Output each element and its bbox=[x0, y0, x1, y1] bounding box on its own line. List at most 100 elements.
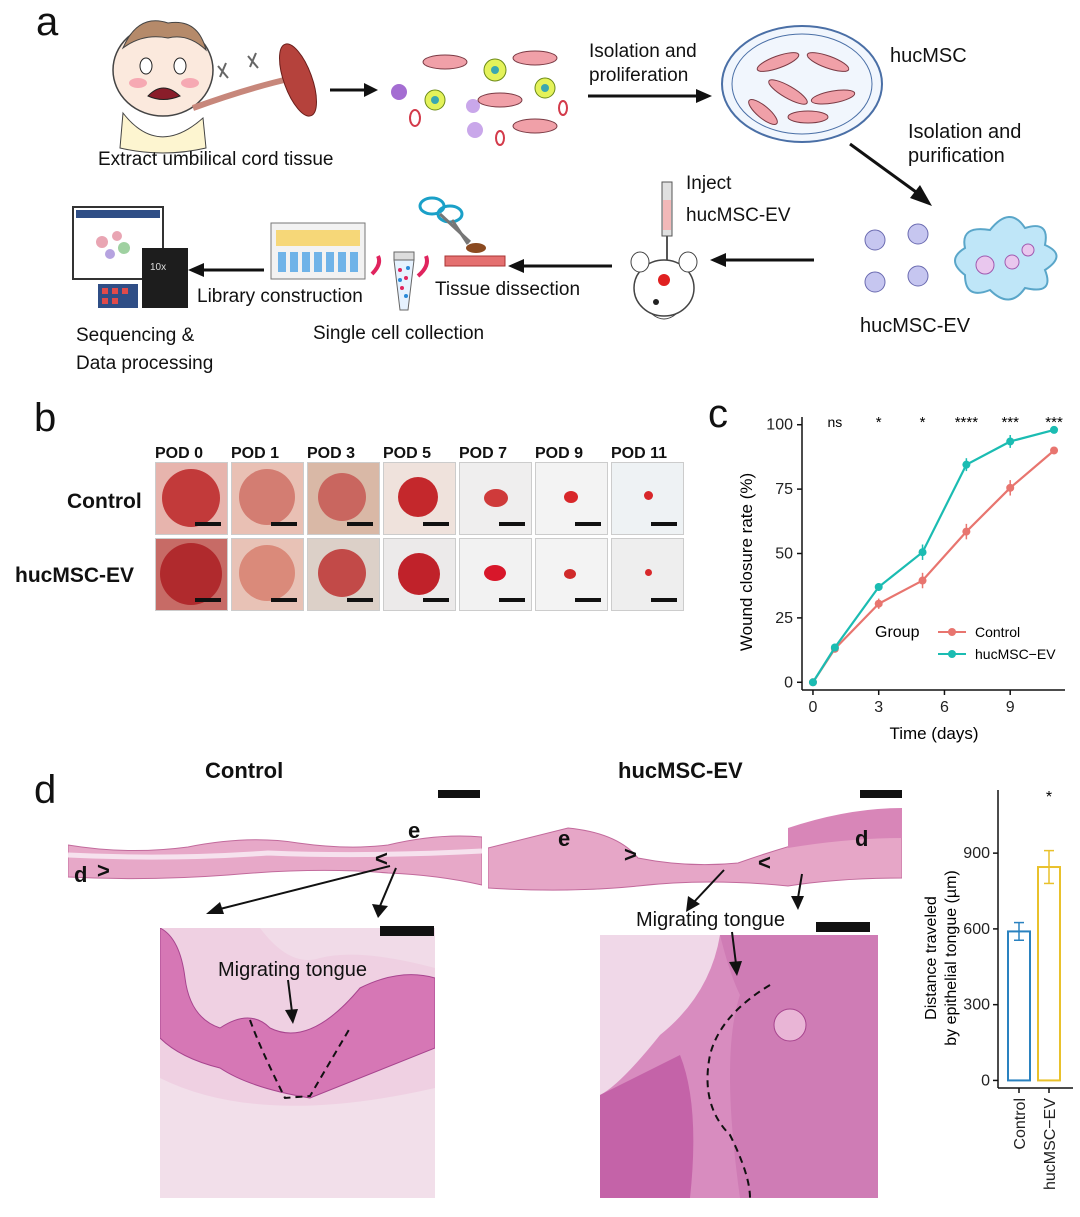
col-pod1: POD 1 bbox=[231, 445, 280, 462]
scissors-dish bbox=[418, 196, 506, 267]
col-pod0: POD 0 bbox=[155, 445, 204, 462]
ev-migrating-tongue: Migrating tongue bbox=[636, 909, 785, 931]
control-marker-e: e bbox=[408, 818, 421, 843]
control-zoom-scale-bar bbox=[380, 926, 434, 936]
sequencer-illustration bbox=[72, 206, 188, 308]
data-point bbox=[1006, 437, 1015, 446]
mouse-injection bbox=[630, 181, 698, 320]
bar-y-label-line2: by epithelial tongue (µm) bbox=[943, 870, 960, 1046]
library-construction-label: Library construction bbox=[197, 286, 363, 307]
y-tick-label: 50 bbox=[775, 546, 793, 563]
control-scale-bar bbox=[438, 790, 480, 798]
isolation-proliferation-label: Isolation and proliferation bbox=[589, 40, 697, 88]
data-point bbox=[808, 678, 817, 687]
control-zoom-histology bbox=[160, 928, 435, 1198]
x-axis-label: Time (days) bbox=[889, 724, 978, 743]
photo-ev-pod7 bbox=[459, 538, 532, 611]
y-tick-label: 25 bbox=[775, 610, 793, 627]
x-tick-label: 0 bbox=[809, 699, 818, 716]
extract-label: Extract umbilical cord tissue bbox=[98, 149, 334, 170]
isolation-purif-line2: purification bbox=[908, 145, 1005, 167]
control-marker-gt: > bbox=[97, 858, 110, 883]
col-pod11: POD 11 bbox=[611, 445, 668, 462]
panel-label-a: a bbox=[36, 0, 59, 44]
bar bbox=[1037, 866, 1061, 1082]
col-pod9: POD 9 bbox=[535, 445, 584, 462]
panel-label-d: d bbox=[34, 768, 57, 812]
row-hucmsc-ev: hucMSC-EV bbox=[15, 564, 135, 587]
significance-label: * bbox=[920, 414, 926, 431]
photo-control-pod7 bbox=[459, 462, 532, 535]
chip-illustration bbox=[270, 222, 366, 280]
ev-zoom-scale-bar bbox=[816, 922, 870, 932]
x-tick-label: 3 bbox=[874, 699, 883, 716]
distance-bar-chart: Distance traveled by epithelial tongue (… bbox=[923, 789, 1073, 1190]
photo-ev-pod0 bbox=[155, 538, 228, 611]
ev-title: hucMSC-EV bbox=[618, 758, 743, 783]
tenx-logo: 10x bbox=[150, 262, 167, 273]
photo-ev-pod3 bbox=[307, 538, 380, 611]
legend-marker bbox=[948, 650, 956, 658]
bar-y-tick-label: 900 bbox=[963, 845, 990, 862]
ev-zoom-histology bbox=[600, 935, 878, 1198]
single-cell-label: Single cell collection bbox=[313, 323, 485, 344]
photo-control-pod1 bbox=[231, 462, 304, 535]
photo-ev-pod5 bbox=[383, 538, 456, 611]
legend-title: Group bbox=[875, 624, 920, 641]
wound-closure-chart: Wound closure rate (%) Time (days) Group… bbox=[737, 414, 1065, 743]
data-point bbox=[918, 548, 927, 557]
arrow-2 bbox=[588, 89, 712, 103]
photo-control-pod9 bbox=[535, 462, 608, 535]
legend-control: Control bbox=[975, 624, 1020, 640]
inject-line2: hucMSC-EV bbox=[686, 205, 791, 226]
ev-marker-lt: < bbox=[758, 850, 771, 875]
panel-label-c: c bbox=[708, 392, 728, 436]
arrow-1 bbox=[330, 83, 378, 97]
ev-scale-bar bbox=[860, 790, 902, 798]
y-tick-label: 100 bbox=[766, 417, 793, 434]
control-title: Control bbox=[205, 758, 284, 783]
ev-illustration bbox=[864, 216, 1058, 301]
hucmsc-label: hucMSC bbox=[890, 45, 967, 67]
isolation-purif-line1: Isolation and bbox=[908, 121, 1022, 143]
control-overview-histology bbox=[68, 815, 482, 897]
data-point bbox=[874, 582, 883, 591]
ev-marker-d: d bbox=[855, 826, 869, 851]
series-line-1 bbox=[812, 428, 1055, 683]
x-tick-label: 9 bbox=[1006, 699, 1015, 716]
arrow-5 bbox=[508, 259, 612, 273]
photo-control-pod0 bbox=[155, 462, 228, 535]
ev-tongue-arrow bbox=[729, 931, 742, 976]
arrow-4 bbox=[710, 253, 814, 267]
sequencing-line2: Data processing bbox=[76, 353, 214, 374]
legend-hucmsc-ev: hucMSC−EV bbox=[975, 646, 1056, 662]
photo-ev-pod9 bbox=[535, 538, 608, 611]
control-tongue-arrow bbox=[285, 979, 298, 1024]
col-pod5: POD 5 bbox=[383, 445, 432, 462]
bar-category-label: Control bbox=[1012, 1098, 1029, 1150]
ev-overview-histology bbox=[488, 808, 902, 908]
photo-ev-pod1 bbox=[231, 538, 304, 611]
control-marker-d: d bbox=[74, 862, 88, 887]
photo-control-pod5 bbox=[383, 462, 456, 535]
data-point bbox=[830, 643, 839, 652]
bar-category-label: hucMSC−EV bbox=[1042, 1098, 1059, 1190]
x-tick-label: 6 bbox=[940, 699, 949, 716]
significance-label: * bbox=[876, 414, 882, 431]
photo-control-pod11 bbox=[611, 462, 684, 535]
isolation-prolif-line1: Isolation and bbox=[589, 41, 697, 62]
control-migrating-tongue: Migrating tongue bbox=[218, 959, 367, 981]
sequencing-line1: Sequencing & bbox=[76, 325, 195, 346]
inject-line1: Inject bbox=[686, 173, 732, 194]
baby-illustration bbox=[112, 20, 317, 154]
arrow-3 bbox=[849, 142, 932, 206]
data-point bbox=[1006, 483, 1015, 492]
significance-label: *** bbox=[1001, 414, 1019, 431]
data-point bbox=[962, 460, 971, 469]
inject-label: Inject hucMSC-EV bbox=[686, 172, 791, 228]
y-tick-label: 75 bbox=[775, 481, 793, 498]
isolation-purification-label: Isolation and purification bbox=[908, 120, 1021, 168]
data-point bbox=[1050, 425, 1059, 434]
ev-marker-gt: > bbox=[624, 842, 637, 867]
bar-y-label-line1: Distance traveled bbox=[923, 896, 940, 1020]
